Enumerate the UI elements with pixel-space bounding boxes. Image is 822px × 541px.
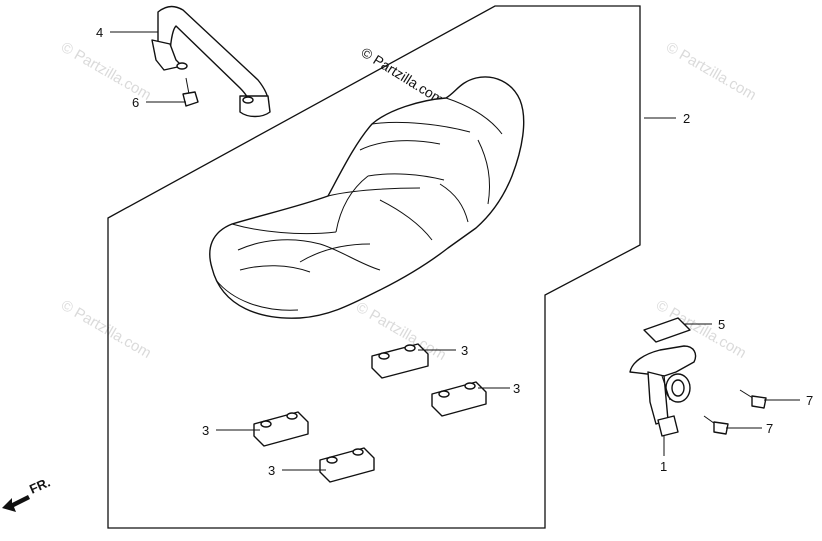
callout-6: 6 xyxy=(132,95,139,110)
screw-part xyxy=(739,389,767,409)
callout-2: 2 xyxy=(683,111,690,126)
leader-lines xyxy=(110,31,800,471)
watermark-faint: © Partzilla.com xyxy=(58,39,154,104)
callout-3: 3 xyxy=(513,381,520,396)
watermark-faint: © Partzilla.com xyxy=(663,39,759,104)
front-direction-indicator: FR. xyxy=(2,475,52,512)
stopper-part xyxy=(253,411,309,447)
grab-rail-part xyxy=(151,5,271,118)
callout-3: 3 xyxy=(268,463,275,478)
seat-lock-part xyxy=(629,345,697,437)
callout-1: 1 xyxy=(660,459,667,474)
callout-3: 3 xyxy=(461,343,468,358)
watermark-faint: © Partzilla.com xyxy=(58,297,154,362)
seal-part xyxy=(643,317,691,343)
callout-4: 4 xyxy=(96,25,103,40)
seat-part xyxy=(209,76,525,319)
callout-7: 7 xyxy=(806,393,813,408)
assembly-outline xyxy=(107,5,641,529)
callout-3: 3 xyxy=(202,423,209,438)
screw-part xyxy=(703,415,729,435)
callout-7: 7 xyxy=(766,421,773,436)
stopper-part xyxy=(371,343,429,379)
stopper-part xyxy=(431,381,487,417)
front-arrow-icon xyxy=(2,495,30,512)
front-label: FR. xyxy=(27,475,52,497)
stopper-part xyxy=(319,447,375,483)
callout-5: 5 xyxy=(718,317,725,332)
watermark-main: © Partzilla.com xyxy=(358,44,446,108)
